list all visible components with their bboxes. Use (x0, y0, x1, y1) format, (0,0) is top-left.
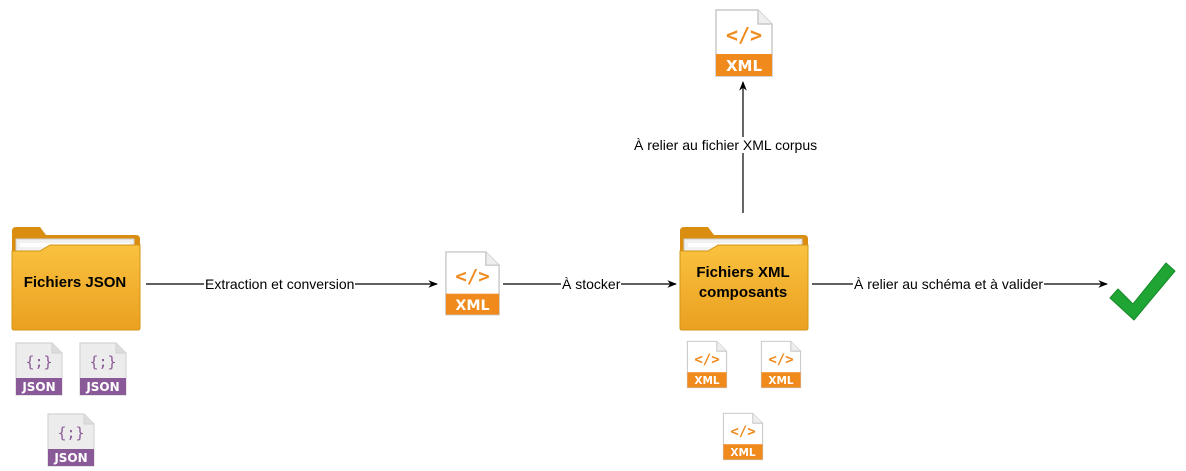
json-folder-label: Fichiers JSON (10, 273, 140, 293)
json-file-icon (15, 342, 63, 396)
xml-folder-label-line1: Fichiers XML (696, 264, 790, 281)
checkmark-icon (1109, 262, 1176, 321)
xml-file-icon-small (722, 412, 764, 461)
edge-label-schema: À relier au schéma et à valider (853, 276, 1045, 292)
json-file-icon (79, 342, 127, 396)
edge-label-stocker: À stocker (561, 276, 622, 292)
xml-folder-label-line2: composants (698, 284, 788, 301)
json-folder-label-text: Fichiers JSON (23, 274, 127, 291)
xml-file-icon-small (760, 340, 802, 389)
json-file-icon (47, 413, 95, 467)
xml-file-icon (445, 251, 500, 316)
xml-folder-label: Fichiers XML composants (678, 263, 808, 303)
edge-label-extraction: Extraction et conversion (204, 276, 356, 292)
xml-file-icon-top (715, 9, 773, 77)
xml-file-icon-small (686, 340, 728, 389)
edge-label-corpus: À relier au fichier XML corpus (633, 137, 819, 153)
